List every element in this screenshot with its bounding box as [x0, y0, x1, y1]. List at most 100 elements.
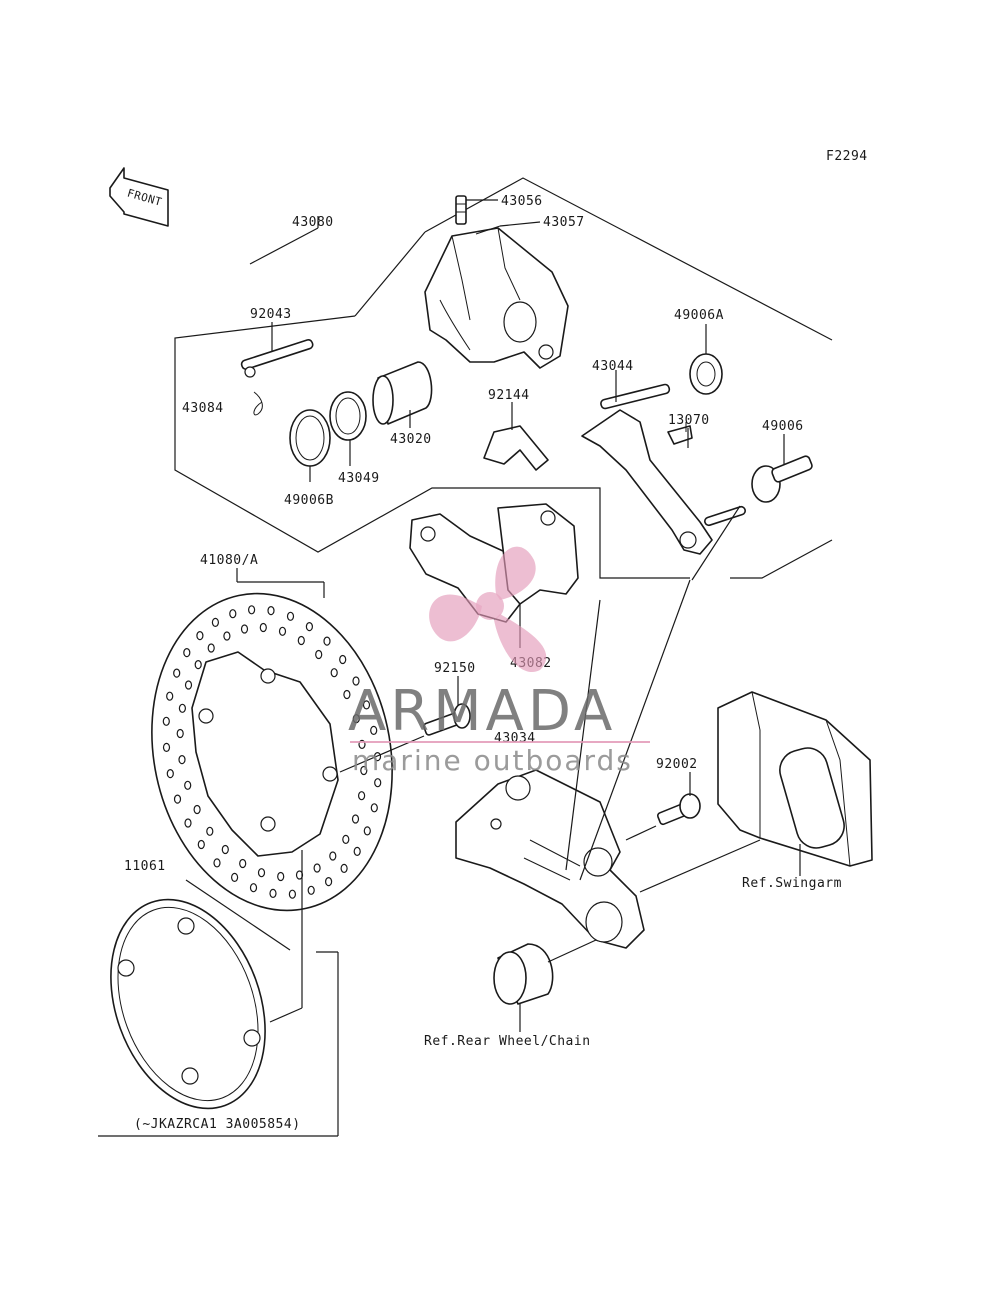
bolt-92150: [339, 703, 471, 773]
disc-hole: [194, 659, 202, 670]
disc-hole: [330, 668, 338, 678]
watermark-logo: ARMADA marine outboards: [348, 546, 650, 777]
disc-hole: [248, 605, 256, 615]
clip-13070: [667, 422, 693, 445]
seal-43049: [329, 391, 367, 441]
label-43056: 43056: [501, 194, 543, 209]
disc-hole: [360, 765, 368, 776]
disc-hole: [166, 768, 174, 779]
label-92043: 92043: [250, 307, 292, 322]
front-arrow-icon: FRONT: [109, 167, 169, 227]
serial-note-label: (~JKAZRCA1 3A005854): [134, 1117, 301, 1132]
bolt-49006: [691, 455, 813, 581]
disc-vent-holes: [162, 605, 382, 899]
disc-hole: [307, 885, 315, 895]
bleeder-valve: [455, 195, 501, 235]
disc-hole: [370, 803, 378, 813]
disc-hole: [339, 654, 347, 665]
disc-hole: [221, 844, 229, 855]
disc-hole: [370, 725, 378, 736]
disc-hole: [183, 647, 191, 658]
disc-hole: [206, 826, 214, 836]
disc-hole: [229, 609, 237, 619]
disc-hole: [166, 691, 174, 701]
wheel-collar: [493, 939, 597, 1032]
ref-swingarm-label: Ref.Swingarm: [742, 876, 842, 891]
disc-hole: [342, 834, 350, 845]
leader-lines: [236, 199, 785, 708]
disc-hole: [286, 611, 295, 621]
pad-spring-92144: [483, 425, 549, 471]
disc-hole: [178, 754, 186, 765]
caliper-body: [424, 227, 569, 369]
propeller-logo-icon: [429, 546, 547, 672]
label-43049: 43049: [338, 471, 380, 486]
watermark-brand: ARMADA: [348, 679, 616, 744]
disc-hole: [162, 716, 170, 726]
label-49006A: 49006A: [674, 308, 724, 323]
disc-hole: [343, 689, 351, 700]
disc-hole: [269, 888, 277, 899]
caliper-bracket-43034: [455, 579, 691, 949]
disc-hole: [240, 624, 249, 634]
label-43080: 43080: [292, 215, 334, 230]
label-92150: 92150: [434, 661, 476, 676]
disc-hole: [340, 863, 348, 874]
disc-hole: [325, 876, 333, 887]
disc-hole: [313, 863, 321, 873]
disc-hole: [315, 649, 323, 660]
disc-hole: [305, 621, 313, 632]
ref-rear-wheel-label: Ref.Rear Wheel/Chain: [424, 1034, 591, 1049]
disc-hole: [352, 676, 360, 686]
disc-hole: [249, 883, 258, 893]
disc-hole: [353, 846, 361, 857]
disc-hole: [193, 804, 201, 815]
label-13070: 13070: [668, 413, 710, 428]
disc-hole: [323, 636, 331, 646]
label-49006B: 49006B: [284, 493, 334, 508]
disc-hole: [173, 668, 181, 678]
swingarm-reference: [639, 691, 873, 893]
disc-hole: [184, 780, 192, 790]
disc-hole: [176, 728, 184, 739]
disc-hole: [178, 703, 186, 713]
label-41080A: 41080/A: [200, 553, 258, 568]
disc-hole: [351, 814, 360, 824]
disc-hole: [278, 626, 287, 636]
disc-hole: [184, 680, 193, 690]
disc-hole: [196, 630, 204, 641]
label-92144: 92144: [488, 388, 530, 403]
disc-hole: [267, 605, 275, 616]
disc-hole: [184, 818, 192, 828]
disc-hole: [374, 778, 382, 788]
label-43044: 43044: [592, 359, 634, 374]
label-11061: 11061: [124, 859, 166, 874]
disc-hole: [223, 631, 231, 641]
disc-hole: [352, 714, 360, 724]
disc-hole: [211, 617, 219, 628]
disc-hole: [207, 643, 215, 653]
disc-hole: [239, 858, 247, 869]
disc-hole: [329, 851, 337, 861]
figure-code: F2294: [826, 149, 868, 164]
disc-hole: [297, 635, 305, 646]
reference-labels: Ref.Swingarm Ref.Rear Wheel/Chain (~JKAZ…: [134, 876, 842, 1132]
disc-hole: [259, 622, 267, 633]
seal-49006B: [289, 409, 331, 467]
disc-hole: [362, 700, 371, 710]
disc-hole: [363, 826, 371, 836]
label-43057: 43057: [543, 215, 585, 230]
disc-hole: [231, 872, 239, 883]
bracket-43044: [581, 383, 746, 555]
disc-hole: [277, 871, 285, 882]
disc-hole: [197, 839, 205, 850]
disc-hole: [288, 889, 296, 899]
disc-hole: [162, 742, 171, 753]
disc-hole: [173, 794, 182, 804]
boot-49006A: [689, 353, 723, 395]
label-43020: 43020: [390, 432, 432, 447]
label-49006: 49006: [762, 419, 804, 434]
gasket-11061: [98, 850, 339, 1137]
disc-hole: [358, 791, 366, 801]
